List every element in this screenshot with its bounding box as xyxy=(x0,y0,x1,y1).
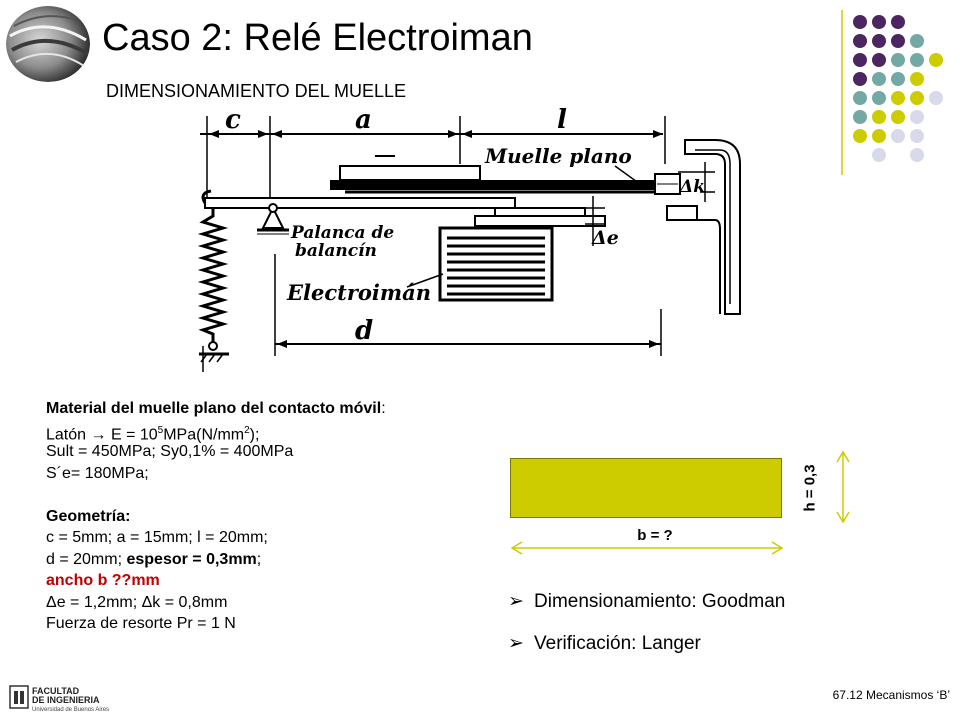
geometry-heading: Geometría: xyxy=(46,507,131,525)
material-heading: Material del muelle plano del contacto m… xyxy=(46,400,382,417)
bullet-arrow-icon: ➢ xyxy=(508,633,524,654)
logo-line-3: Universidad de Buenos Aires xyxy=(32,707,109,713)
section-height-label-wrap: h = 0,3 xyxy=(790,450,830,525)
label-l: l xyxy=(557,105,567,135)
section-width-label: b = ? xyxy=(637,527,673,544)
section-height-label: h = 0,3 xyxy=(801,463,819,512)
arrow-icon: → xyxy=(90,425,107,443)
label-palanca-2: balancín xyxy=(295,241,377,261)
spring-force-line: Fuerza de resorte Pr = 1 N xyxy=(46,615,236,632)
width-unknown: ancho b ??mm xyxy=(46,572,160,589)
spring-cross-section xyxy=(510,458,782,518)
label-c: c xyxy=(225,105,241,135)
section-dimension-arrows xyxy=(500,440,870,570)
bullet-langer-text: Verificación: Langer xyxy=(534,633,701,654)
bullet-goodman-text: Dimensionamiento: Goodman xyxy=(534,591,786,612)
header-logo-image xyxy=(6,6,90,82)
slide-title: Caso 2: Relé Electroiman xyxy=(102,17,533,59)
endurance-line: S´e= 180MPa; xyxy=(46,464,149,482)
label-palanca-1: Palanca de xyxy=(290,223,394,243)
relay-diagram: c a l Muelle plano Δk Palanca de b xyxy=(195,104,765,372)
label-d: d xyxy=(355,316,373,346)
elastic-modulus-close: ); xyxy=(249,425,260,443)
label-muelle-plano: Muelle plano xyxy=(484,144,632,168)
elastic-modulus-unit: MPa(N/mm xyxy=(163,425,245,443)
electromagnet-coil xyxy=(438,226,554,302)
thickness-value: espesor = 0,3mm xyxy=(126,550,257,568)
spec-text-block: Material del muelle plano del contacto m… xyxy=(46,398,516,635)
decorative-dot-grid xyxy=(838,10,958,180)
slide-subtitle: DIMENSIONAMIENTO DEL MUELLE xyxy=(106,81,407,101)
faculty-logo: FACULTAD DE INGENIERIA Universidad de Bu… xyxy=(8,683,128,715)
strength-line: Sult = 450MPa; Sy0,1% = 400MPa xyxy=(46,443,294,460)
elastic-modulus: E = 10 xyxy=(110,425,158,443)
elastic-modulus-exponent: 5 xyxy=(157,424,164,436)
material-colon: : xyxy=(381,400,386,417)
laton-label: Latón xyxy=(46,425,87,443)
geometry-d: d = 20mm; xyxy=(46,550,123,568)
pivot xyxy=(261,205,285,229)
label-delta-e: Δe xyxy=(591,227,619,249)
label-delta-k: Δk xyxy=(679,177,705,197)
logo-line-2: DE INGENIERIA xyxy=(32,695,100,705)
elastic-modulus-unit-exponent: 2 xyxy=(244,424,250,436)
course-footer: 67.12 Mecanismos ‘B’ xyxy=(832,688,950,702)
geometry-cal-line: c = 5mm; a = 15mm; l = 20mm; xyxy=(46,529,268,546)
logo-line-1: FACULTAD xyxy=(32,686,80,696)
return-spring xyxy=(197,209,229,344)
bullet-langer: ➢ Verificación: Langer xyxy=(508,632,701,656)
label-electroiman: Electroimán xyxy=(286,280,431,305)
gap-values-line: Δe = 1,2mm; Δk = 0,8mm xyxy=(46,593,228,611)
label-a: a xyxy=(355,105,372,135)
bullet-arrow-icon: ➢ xyxy=(508,591,524,612)
lever xyxy=(204,197,516,209)
bullet-goodman: ➢ Dimensionamiento: Goodman xyxy=(508,590,785,614)
thickness-suffix: ; xyxy=(256,550,262,568)
